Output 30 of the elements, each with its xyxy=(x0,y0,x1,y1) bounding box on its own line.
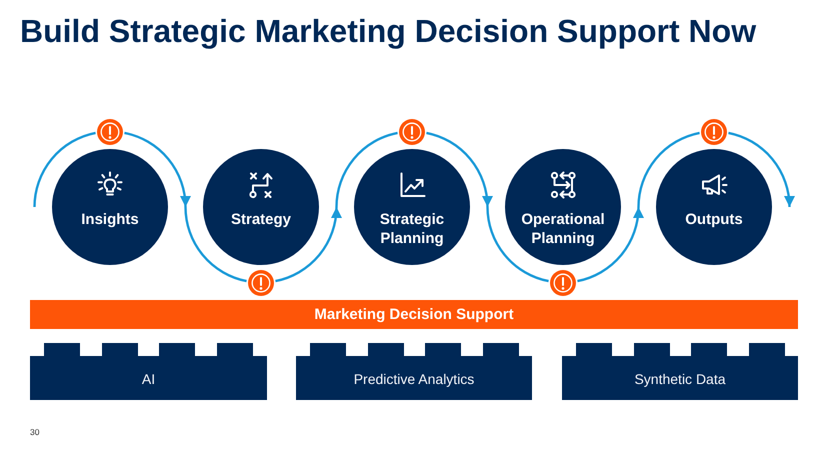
step-label: Strategy xyxy=(230,210,292,229)
banner-label: Marketing Decision Support xyxy=(314,306,514,324)
block-label: AI xyxy=(142,371,156,388)
step-label: Strategic Planning xyxy=(378,210,446,248)
curved-line xyxy=(486,206,549,282)
alert-icon xyxy=(701,118,727,144)
curved-arrow xyxy=(728,132,794,208)
curved-arrow xyxy=(426,132,492,208)
curved-line xyxy=(33,132,96,208)
brick-block xyxy=(562,343,798,400)
curved-arrow xyxy=(275,206,342,282)
block-label: Synthetic Data xyxy=(634,371,726,388)
alert-icon xyxy=(399,118,425,144)
step-label: Insights xyxy=(81,210,139,229)
block-label: Predictive Analytics xyxy=(354,371,474,388)
banner-bar xyxy=(30,300,798,329)
step-label: Operational Planning xyxy=(520,210,606,248)
page-number: 30 xyxy=(30,427,40,437)
curved-line xyxy=(637,132,700,208)
alert-icon xyxy=(97,118,123,144)
curved-arrow xyxy=(577,206,644,282)
alert-icon xyxy=(248,270,274,296)
slide-title: Build Strategic Marketing Decision Support Now xyxy=(20,13,756,49)
brick-block xyxy=(30,343,267,400)
brick-block xyxy=(296,343,532,400)
step-label: Outputs xyxy=(685,210,743,229)
curved-line xyxy=(335,132,398,208)
alert-icon xyxy=(550,270,576,296)
curved-line xyxy=(184,206,247,282)
curved-arrow xyxy=(124,132,190,208)
